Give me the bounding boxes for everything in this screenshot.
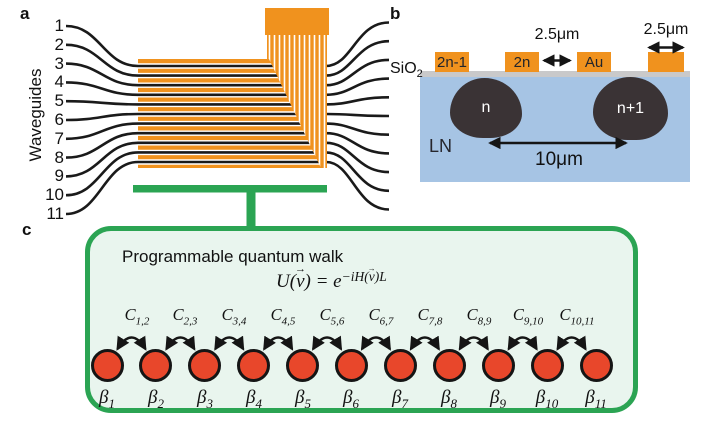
lattice-site-10 bbox=[530, 349, 564, 382]
coupling-label-2-3: C2,3 bbox=[172, 305, 198, 328]
waveguide-core-n1-label: n+1 bbox=[616, 99, 645, 117]
electrode-2n-label: 2n bbox=[513, 53, 531, 71]
beta-label-5: β5 bbox=[295, 387, 311, 411]
beta-label-1: β1 bbox=[99, 387, 115, 411]
waveguide-number-1: 1 bbox=[54, 16, 64, 35]
sio2-layer bbox=[420, 71, 690, 77]
lattice-site-9 bbox=[481, 349, 515, 382]
electrode-2n: 2n bbox=[505, 52, 539, 72]
waveguide-number-8: 8 bbox=[54, 147, 64, 167]
waveguide-number-6: 6 bbox=[54, 110, 64, 129]
coupling-label-9-10: C9,10 bbox=[512, 305, 544, 328]
coupling-arrows bbox=[116, 335, 587, 351]
coupling-label-3-4: C3,4 bbox=[221, 305, 247, 328]
beta-label-7: β7 bbox=[392, 387, 408, 411]
electrode-gap-dimension: 2.5μm bbox=[534, 26, 580, 43]
dimension-arrows bbox=[488, 41, 685, 150]
vector-arrow: → bbox=[294, 263, 306, 276]
coupling-label-1-2: C1,2 bbox=[124, 305, 150, 328]
beta-label-2: β2 bbox=[148, 387, 164, 411]
panel-c-label: c bbox=[22, 220, 32, 239]
beta-label-6: β6 bbox=[343, 387, 359, 411]
waveguide-fan-out bbox=[325, 21, 390, 211]
lattice-site-3 bbox=[188, 349, 222, 382]
coupling-label-7-8: C7,8 bbox=[417, 305, 443, 328]
beta-label-9: β9 bbox=[490, 387, 506, 411]
sio2-label-sub: 2 bbox=[416, 68, 423, 81]
waveguide-number-10: 10 bbox=[45, 185, 64, 205]
bond-pad bbox=[265, 8, 329, 35]
panel-a-label: a bbox=[20, 4, 30, 23]
waveguide-core-n-label: n bbox=[481, 99, 491, 116]
coupling-label-6-7: C6,7 bbox=[368, 305, 394, 328]
waveguide-number-2: 2 bbox=[54, 34, 64, 54]
coupling-label-10-11: C10,11 bbox=[559, 305, 595, 328]
lattice-site-1 bbox=[90, 349, 124, 382]
electrode-plain bbox=[648, 52, 684, 72]
beta-label-3: β3 bbox=[197, 387, 213, 411]
waveguide-number-4: 4 bbox=[54, 72, 64, 92]
lattice-site-7 bbox=[383, 349, 417, 382]
coupling-label-4-5: C4,5 bbox=[270, 305, 296, 328]
waveguide-pitch-dimension: 10μm bbox=[535, 149, 583, 170]
ground-electrode bbox=[133, 185, 327, 226]
electrode-2n-1: 2n-1 bbox=[435, 52, 469, 72]
electrode-width-dimension: 2.5μm bbox=[643, 21, 689, 38]
waveguide-number-5: 5 bbox=[54, 91, 64, 111]
lattice-site-2 bbox=[139, 349, 173, 382]
quantum-walk-title: Programmable quantum walk bbox=[122, 247, 344, 266]
electrode-2n-1-label: 2n-1 bbox=[436, 53, 468, 71]
lattice-site-11 bbox=[579, 349, 613, 382]
evolution-equation: U(→v) = e−iH(→v)L bbox=[276, 263, 387, 292]
lattice-site-6 bbox=[335, 349, 368, 382]
lattice-site-5 bbox=[286, 349, 320, 382]
waveguide-core-n: n bbox=[450, 78, 522, 138]
lattice-site-8 bbox=[432, 349, 466, 382]
sio2-label: SiO2 bbox=[390, 60, 423, 81]
electrode-au-label: Au bbox=[584, 53, 604, 71]
waveguide-number-3: 3 bbox=[54, 53, 64, 73]
waveguide-fan-in bbox=[65, 24, 139, 216]
coupling-label-8-9: C8,9 bbox=[466, 305, 492, 328]
quantum-walk-box bbox=[85, 226, 638, 413]
beta-label-4: β4 bbox=[246, 387, 262, 411]
waveguide-number-7: 7 bbox=[54, 128, 64, 148]
waveguide-number-9: 9 bbox=[54, 166, 64, 186]
coupling-label-5-6: C5,6 bbox=[319, 305, 345, 328]
vector-arrow: → bbox=[367, 263, 376, 273]
beta-label-10: β10 bbox=[535, 387, 559, 411]
ln-label: LN bbox=[429, 136, 453, 156]
beta-label-11: β11 bbox=[585, 387, 607, 411]
electrode-au: Au bbox=[577, 52, 611, 72]
lattice-site-4 bbox=[237, 349, 271, 382]
waveguide-number-11: 11 bbox=[46, 204, 64, 223]
beta-label-8: β8 bbox=[441, 387, 457, 411]
panel-b-label: b bbox=[390, 4, 401, 23]
waveguide-core-n1: n+1 bbox=[593, 77, 668, 140]
